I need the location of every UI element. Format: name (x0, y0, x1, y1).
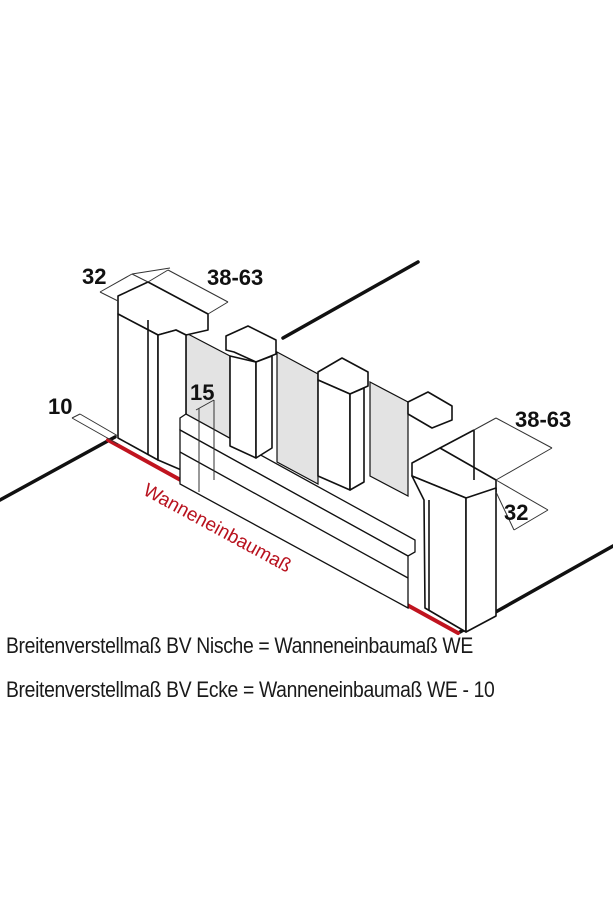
dim-label-right-32: 32 (504, 500, 528, 525)
right-wall-profile (411, 429, 497, 633)
dim-label-left-32: 32 (82, 264, 106, 289)
dim-label-left-38-63: 38-63 (207, 265, 263, 290)
center-profiles (225, 325, 453, 491)
formula-corner: Breitenverstellmaß BV Ecke = Wanneneinba… (6, 677, 495, 702)
left-wall-profile (117, 281, 209, 473)
dimension-lines (71, 267, 553, 531)
dim-label-right-38-63: 38-63 (515, 407, 571, 432)
dim-label-10: 10 (48, 394, 72, 419)
dim-label-15: 15 (190, 380, 214, 405)
formula-niche: Breitenverstellmaß BV Nische = Wannenein… (6, 633, 473, 658)
